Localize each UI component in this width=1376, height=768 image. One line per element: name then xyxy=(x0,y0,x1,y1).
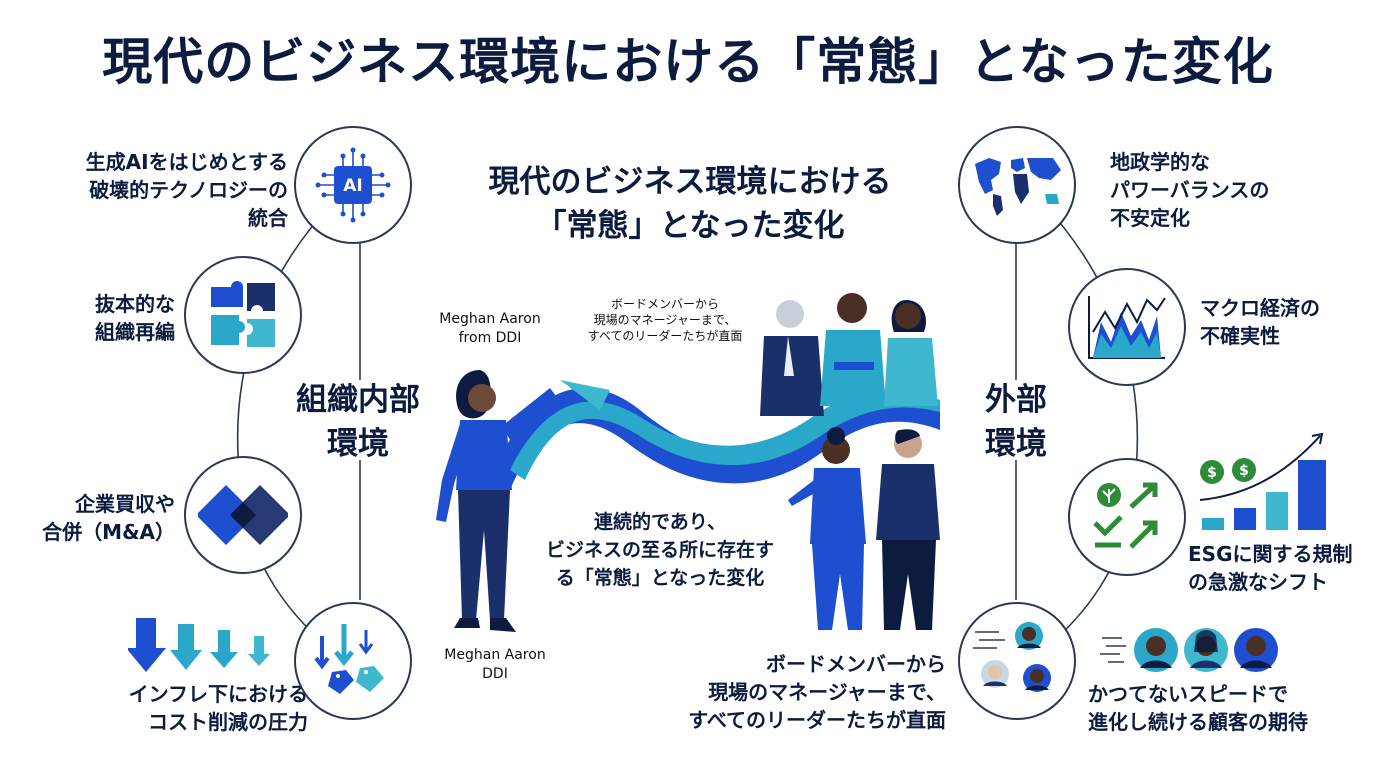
label-line: ESGに関する規制 xyxy=(1188,542,1353,566)
note-line: すべてのリーダーたちが直面 xyxy=(688,708,946,732)
label-line: 合併（M&A） xyxy=(42,520,175,544)
note-line: 現場のマネージャーまで、 xyxy=(708,680,946,704)
credit-line: DDI xyxy=(482,666,508,682)
external-item-label: かつてないスピードで 進化し続ける顧客の期待 xyxy=(1088,680,1368,736)
label-line: 不確実性 xyxy=(1200,324,1280,348)
label-line: コスト削減の圧力 xyxy=(148,710,308,734)
label-line: インフレ下における xyxy=(128,682,308,706)
label-line: 組織内部 xyxy=(296,382,420,418)
note-line: ボードメンバーから xyxy=(610,297,719,311)
change-ribbon-illustration xyxy=(490,380,940,490)
credit-bottom: Meghan Aaron DDI xyxy=(420,646,570,684)
internal-item-label: インフレ下における コスト削減の圧力 xyxy=(40,680,308,736)
customer-avatars-icon xyxy=(1100,628,1278,672)
internal-item-label: 企業買収や 合併（M&A） xyxy=(40,490,175,546)
external-item-label: 地政学的な パワーバランスの 不安定化 xyxy=(1110,148,1350,232)
cost-down-icon xyxy=(294,602,412,720)
label-line: の急激なシフト xyxy=(1188,570,1328,594)
label-line: 不安定化 xyxy=(1110,206,1190,230)
internal-item-label: 生成AIをはじめとする 破壊的テクノロジーの 統合 xyxy=(40,148,288,232)
credit-line: Meghan Aaron xyxy=(444,647,546,663)
external-item-label: マクロ経済の 不確実性 xyxy=(1200,294,1360,350)
volatile-chart-icon xyxy=(1068,268,1186,386)
discussion-pair-illustration xyxy=(788,427,940,630)
label-line: かつてないスピードで xyxy=(1088,682,1288,706)
board-note: ボードメンバーから 現場のマネージャーまで、 すべてのリーダーたちが直面 xyxy=(640,650,946,734)
svg-text:$: $ xyxy=(1239,463,1249,479)
label-line: 環境 xyxy=(327,426,389,462)
label-line: 地政学的な xyxy=(1110,150,1210,174)
customers-icon xyxy=(958,602,1076,720)
label-line: 破壊的テクノロジーの xyxy=(89,178,288,202)
center-title: 現代のビジネス環境における 「常態」となった変化 xyxy=(430,160,950,248)
cost-down-arrows-icon xyxy=(128,618,270,672)
esg-icon xyxy=(1068,458,1186,576)
board-note-small: ボードメンバーから 現場のマネージャーまで、 すべてのリーダーたちが直面 xyxy=(580,296,750,344)
internal-item-label: 抜本的な 組織再編 xyxy=(40,290,175,346)
internal-environment-label: 組織内部 環境 xyxy=(282,378,434,466)
note-line: 現場のマネージャーまで、 xyxy=(593,313,737,327)
desc-line: 連続的であり、 xyxy=(593,511,727,533)
leaders-group-illustration xyxy=(760,293,938,416)
note-line: ボードメンバーから xyxy=(766,652,946,676)
label-line: 組織再編 xyxy=(95,320,175,344)
title-line: 現代のビジネス環境における xyxy=(488,164,892,200)
center-description: 連続的であり、 ビジネスの至る所に存在す る「常態」となった変化 xyxy=(540,508,780,592)
label-line: 環境 xyxy=(985,426,1047,462)
ai-chip-icon: AI xyxy=(294,126,412,244)
credit-line: Meghan Aaron xyxy=(439,311,541,327)
external-environment-label: 外部 環境 xyxy=(956,378,1076,466)
page-title: 現代のビジネス環境における「常態」となった変化 xyxy=(102,33,1274,91)
rising-bars-icon: $ $ xyxy=(1199,432,1326,530)
credit-top: Meghan Aaron from DDI xyxy=(420,310,560,348)
svg-text:$: $ xyxy=(1207,465,1217,481)
label-line: 外部 xyxy=(985,382,1047,418)
external-item-label: ESGに関する規制 の急激なシフト xyxy=(1188,540,1368,596)
title-line: 「常態」となった変化 xyxy=(535,208,845,244)
presenter-woman-illustration xyxy=(436,370,556,632)
merge-diamonds-icon xyxy=(184,456,302,574)
label-line: 進化し続ける顧客の期待 xyxy=(1088,710,1308,734)
label-line: 抜本的な xyxy=(95,292,175,316)
credit-line: from DDI xyxy=(458,330,522,346)
desc-line: ビジネスの至る所に存在す xyxy=(545,539,774,561)
puzzle-icon xyxy=(184,256,302,374)
label-line: 統合 xyxy=(248,206,288,230)
world-map-icon xyxy=(958,126,1076,244)
label-line: マクロ経済の xyxy=(1200,296,1320,320)
label-line: 生成AIをはじめとする xyxy=(85,150,288,174)
note-line: すべてのリーダーたちが直面 xyxy=(587,329,743,343)
label-line: パワーバランスの xyxy=(1110,178,1270,202)
label-line: 企業買収や xyxy=(75,492,175,516)
svg-text:AI: AI xyxy=(343,176,362,196)
desc-line: る「常態」となった変化 xyxy=(555,567,765,589)
